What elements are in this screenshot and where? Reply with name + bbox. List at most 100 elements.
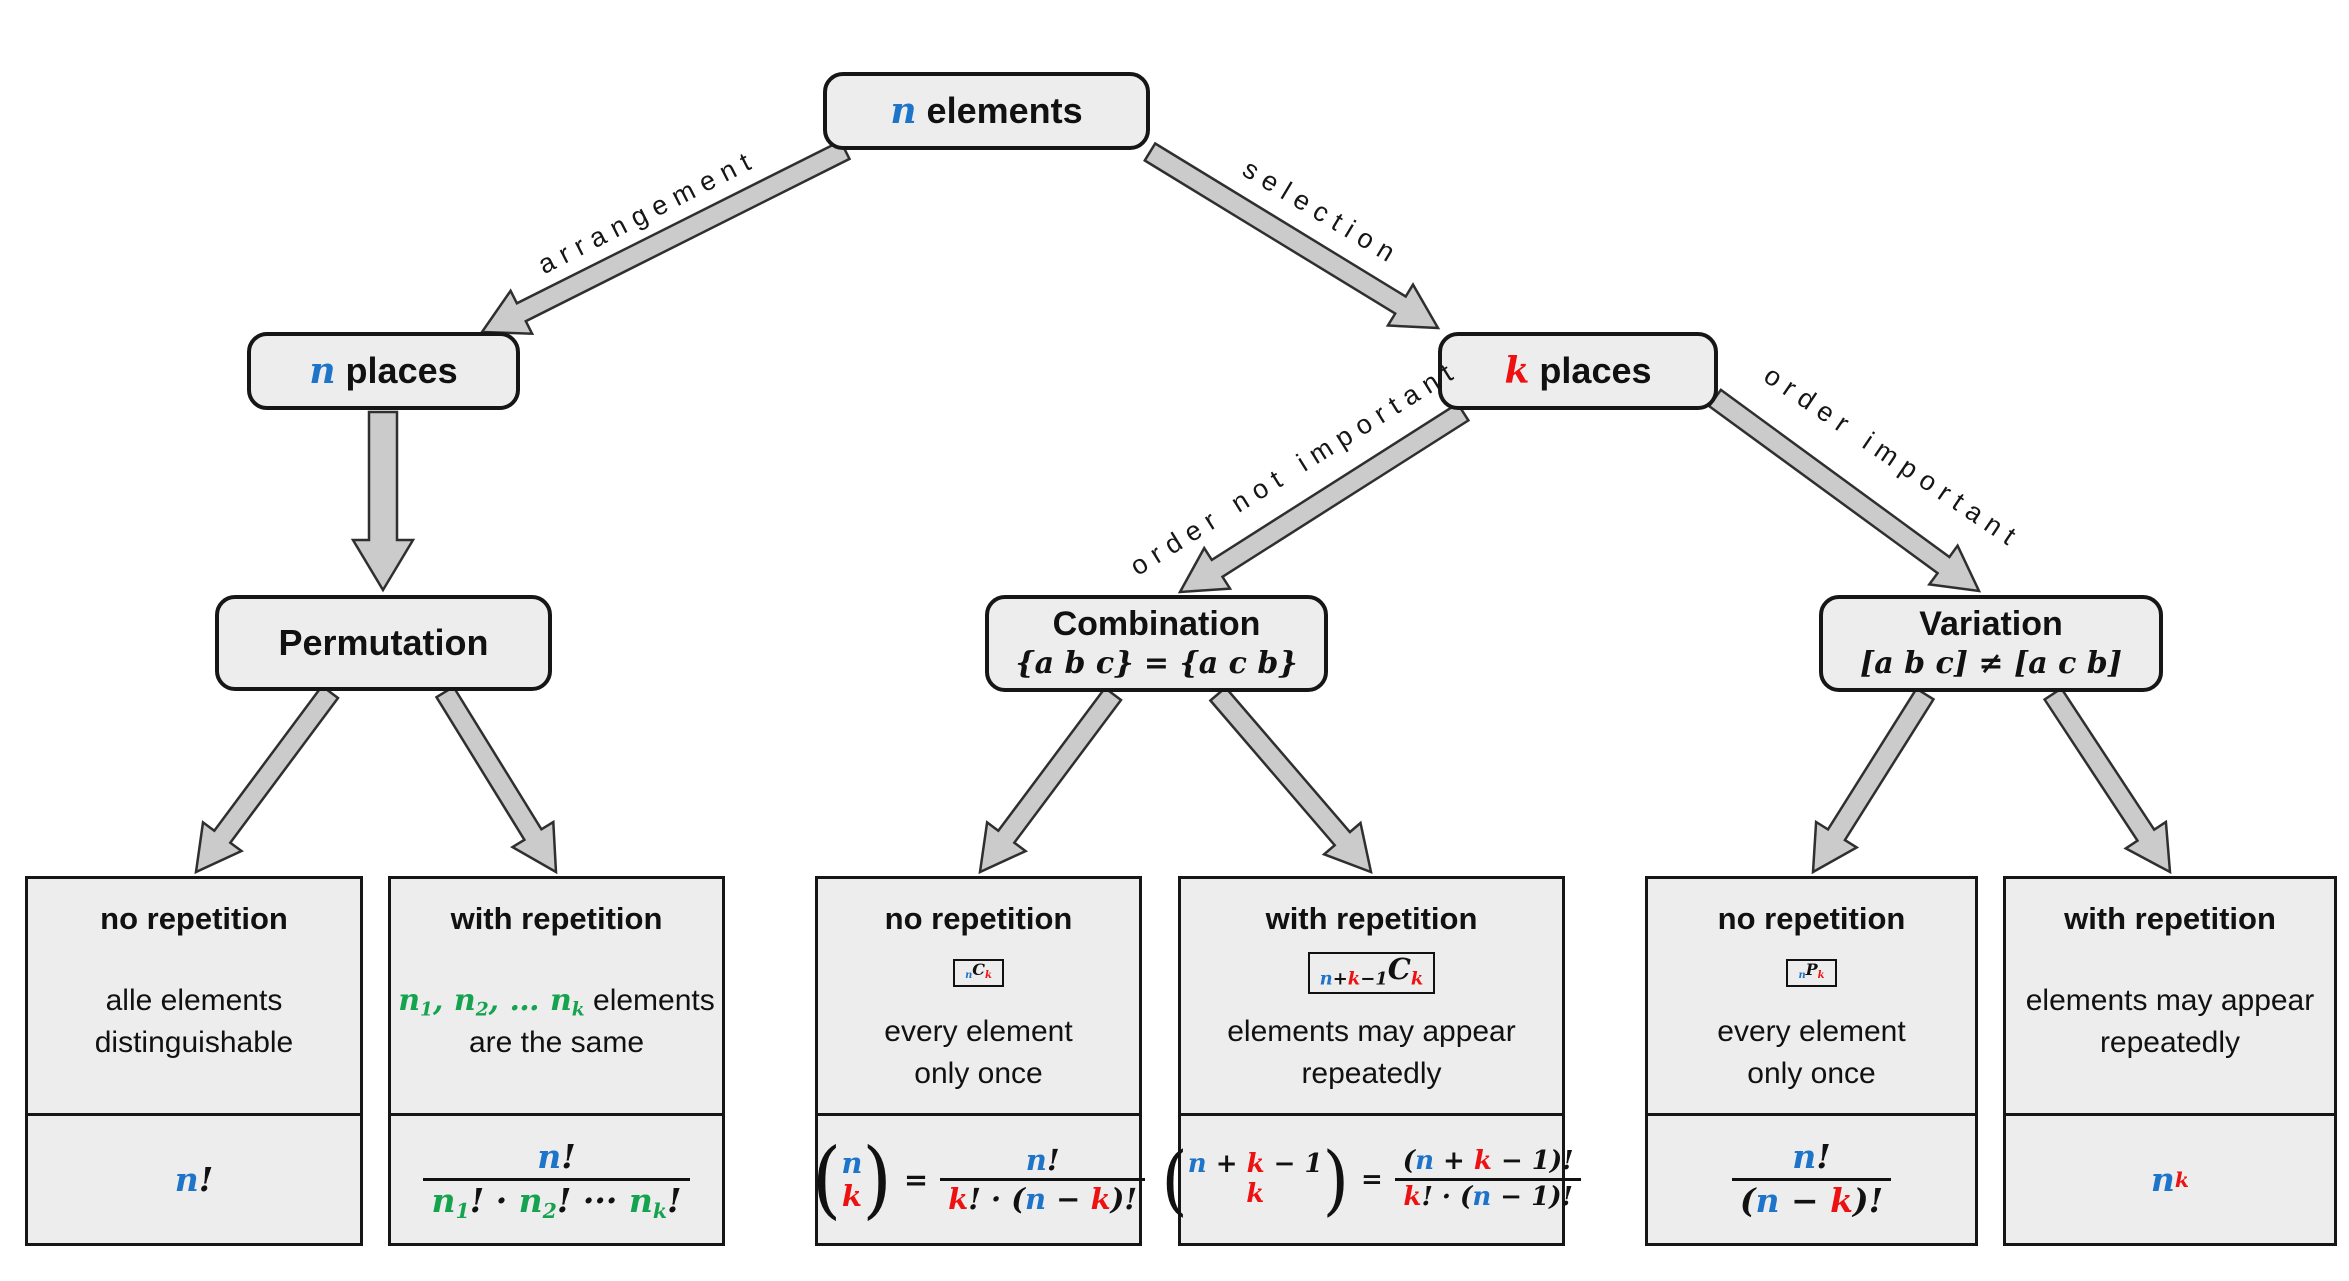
text-token: every element <box>1717 1015 1906 1049</box>
desc-line: repeatedly <box>2026 1022 2315 1063</box>
node-n-places-title: n places <box>309 349 458 392</box>
text-token: k <box>1830 1181 1854 1220</box>
text-token: n <box>1187 1149 1207 1180</box>
leaf-desc: elements may appear repeatedly <box>2026 980 2315 1073</box>
leaf-title: with repetition <box>2064 901 2276 936</box>
leaf-title: no repetition <box>100 901 288 936</box>
leaf-formula: n!(n − k)! <box>1647 1113 1976 1243</box>
node-n-places: n places <box>247 332 520 410</box>
desc-line: alle elements <box>95 980 293 1021</box>
arrow-variation-to-no-rep <box>1811 686 1936 875</box>
text-token: elements <box>916 89 1083 131</box>
text-token: n <box>1472 1182 1492 1212</box>
desc-line: distinguishable <box>95 1022 293 1063</box>
text-token: + <box>1332 968 1348 990</box>
leaf-var-rep: with repetition elements may appear repea… <box>2003 876 2337 1246</box>
text-token: ( <box>1402 1146 1416 1177</box>
arrow-combination-to-with-rep <box>1208 685 1373 874</box>
leaf-title: with repetition <box>450 901 663 936</box>
text-token: {a b c} = {a c b} <box>1015 645 1298 681</box>
desc-line: are the same <box>398 1022 715 1063</box>
fraction: n!(n − k)! <box>1731 1137 1892 1222</box>
text-token: n <box>628 1181 653 1220</box>
text-token: n <box>537 1137 562 1177</box>
text-token: ! ··· <box>556 1181 629 1220</box>
text-token: only once <box>1747 1056 1876 1090</box>
text-token: ! · ( <box>1421 1182 1473 1212</box>
text-token: k <box>1473 1146 1492 1177</box>
text-token: elements may appear <box>1227 1015 1516 1049</box>
text-token: )! <box>1110 1182 1138 1216</box>
arrow-permutation-to-with-rep <box>434 685 558 875</box>
text-token: n <box>1792 1137 1817 1177</box>
text-token: + <box>1433 1146 1474 1177</box>
leaf-top: with repetition elements may appear repea… <box>2006 879 2334 1116</box>
text-token: ! <box>1816 1137 1831 1177</box>
text-token: n <box>1798 970 1806 982</box>
leaf-badge-row: nCk <box>953 947 1004 999</box>
text-token: k <box>1246 1149 1265 1180</box>
notation-badge: nCk <box>953 959 1004 987</box>
text-token: n <box>309 349 336 392</box>
text-token: k <box>1403 1182 1422 1212</box>
text-token: ! <box>198 1160 214 1199</box>
text-token: , <box>432 983 454 1019</box>
text-token: n <box>2150 1160 2175 1199</box>
text-token: P <box>1805 960 1818 980</box>
node-permutation: Permutation <box>215 595 552 691</box>
text-token: n <box>518 1181 543 1220</box>
node-k-places-title: k places <box>1504 349 1652 392</box>
equals-sign: = <box>903 1162 929 1197</box>
text-token: , … <box>488 983 550 1019</box>
text-token: ! · <box>469 1181 519 1220</box>
leaf-title: no repetition <box>884 901 1073 936</box>
equals-sign: = <box>1360 1164 1383 1195</box>
text-token: n <box>1319 968 1333 990</box>
leaf-badge-row: n+k−1Ck <box>1307 947 1436 999</box>
text-token: − 1 <box>1264 1149 1323 1180</box>
text-token: C <box>972 960 986 980</box>
text-token: k <box>948 1182 969 1216</box>
text-token: −1 <box>1360 968 1388 990</box>
fraction: n!n1! · n2! ··· nk! <box>423 1137 690 1222</box>
arrow-elements-to-k-places <box>1143 141 1441 330</box>
text-token: n <box>1024 1182 1047 1216</box>
fraction: n!k! · (n − k)! <box>940 1142 1146 1217</box>
node-n-elements: n elements <box>823 72 1150 150</box>
text-token: C <box>1387 952 1411 987</box>
fraction: (n + k − 1)!k! · (n − 1)! <box>1395 1145 1582 1213</box>
text-token: + <box>1206 1149 1247 1180</box>
text-token: 1 <box>420 999 433 1021</box>
text-token: k <box>1246 1178 1265 1209</box>
text-token: elements may appear <box>2025 984 2315 1018</box>
text-token: n <box>890 89 917 132</box>
leaf-formula: n! <box>27 1113 361 1243</box>
text-token: n <box>841 1146 863 1181</box>
text-token: − 1)! <box>1491 1146 1574 1177</box>
notation-badge: nPk <box>1786 959 1837 987</box>
text-token: n <box>1025 1142 1047 1177</box>
node-combination-title: Combination <box>1053 606 1261 643</box>
text-token: Variation <box>1919 605 2063 644</box>
text-token: k <box>1347 968 1361 990</box>
text-token: places <box>1529 349 1652 391</box>
text-token: Permutation <box>278 622 489 664</box>
text-token: ! <box>1046 1142 1060 1177</box>
node-variation-title: Variation <box>1919 606 2063 643</box>
notation-badge: n+k−1Ck <box>1307 952 1436 994</box>
text-token: places <box>335 349 458 391</box>
desc-line: elements may appear <box>1227 1011 1516 1052</box>
text-token: n <box>453 983 476 1019</box>
